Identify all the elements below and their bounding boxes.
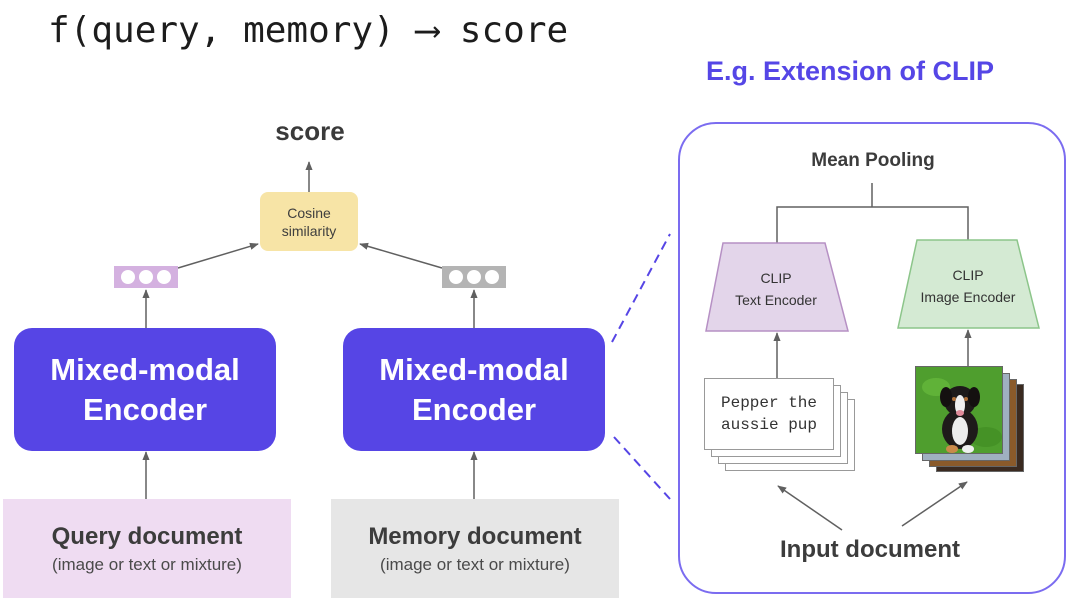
mean-pooling-label: Mean Pooling <box>811 150 935 171</box>
text-paper-front <box>704 378 834 450</box>
arrow-input-to-image-sample <box>901 481 968 527</box>
clip-text-encoder-label: CLIP Text Encoder <box>706 267 846 311</box>
image-encoder-line-2: Image Encoder <box>920 289 1016 305</box>
puppy-icon <box>916 367 1002 453</box>
text-sample-line-1: Pepper the <box>720 394 817 412</box>
text-encoder-line-1: CLIP <box>760 270 792 286</box>
vector-dot <box>121 270 135 284</box>
text-sample: Pepper the aussie pup <box>704 378 834 450</box>
arrow-query-vector-to-cosine <box>177 242 259 269</box>
cosine-similarity-box: Cosine similarity <box>260 192 358 251</box>
text-encoder-line-2: Text Encoder <box>735 292 817 308</box>
encoder-line-2: Encoder <box>411 391 537 427</box>
vector-dot <box>485 270 499 284</box>
score-label: score <box>275 116 345 146</box>
encoder-line-1: Mixed-modal <box>379 351 569 387</box>
clip-text-encoder-shape <box>705 242 849 332</box>
memory-document-box: Memory document (image or text or mixtur… <box>331 499 619 598</box>
memory-document-subtitle: (image or text or mixture) <box>380 554 570 574</box>
memory-document-title: Memory document <box>368 522 582 550</box>
memory-encoder-box: Mixed-modal Encoder <box>343 328 605 451</box>
query-document-subtitle: (image or text or mixture) <box>52 554 242 574</box>
vector-dot <box>139 270 153 284</box>
cosine-line-1: Cosine <box>287 204 331 221</box>
query-document-title: Query document <box>51 522 243 550</box>
clip-image-encoder-label: CLIP Image Encoder <box>898 264 1038 308</box>
arrow-memory-vector-to-cosine <box>359 242 443 269</box>
formula-title: f(query, memory) ⟶ score <box>48 10 569 51</box>
encoder-line-2: Encoder <box>82 391 208 427</box>
input-document-label: Input document <box>780 536 960 563</box>
text-sample-line-2: aussie pup <box>720 416 817 434</box>
vector-dot <box>467 270 481 284</box>
arrow-input-to-text-sample <box>777 485 843 531</box>
image-encoder-line-1: CLIP <box>952 267 984 283</box>
clip-extension-panel <box>678 122 1066 594</box>
memory-embedding-vector <box>442 266 506 288</box>
encoder-line-1: Mixed-modal <box>50 351 240 387</box>
dashed-zoom-line-top <box>611 233 671 343</box>
query-document-box: Query document (image or text or mixture… <box>3 499 291 598</box>
clip-image-encoder-shape <box>897 239 1040 329</box>
query-encoder-box: Mixed-modal Encoder <box>14 328 276 451</box>
dashed-zoom-line-bottom <box>613 436 671 500</box>
query-embedding-vector <box>114 266 178 288</box>
vector-dot <box>157 270 171 284</box>
clip-extension-title: E.g. Extension of CLIP <box>706 56 995 86</box>
puppy-photo <box>915 366 1003 454</box>
vector-dot <box>449 270 463 284</box>
cosine-line-2: similarity <box>281 222 337 239</box>
